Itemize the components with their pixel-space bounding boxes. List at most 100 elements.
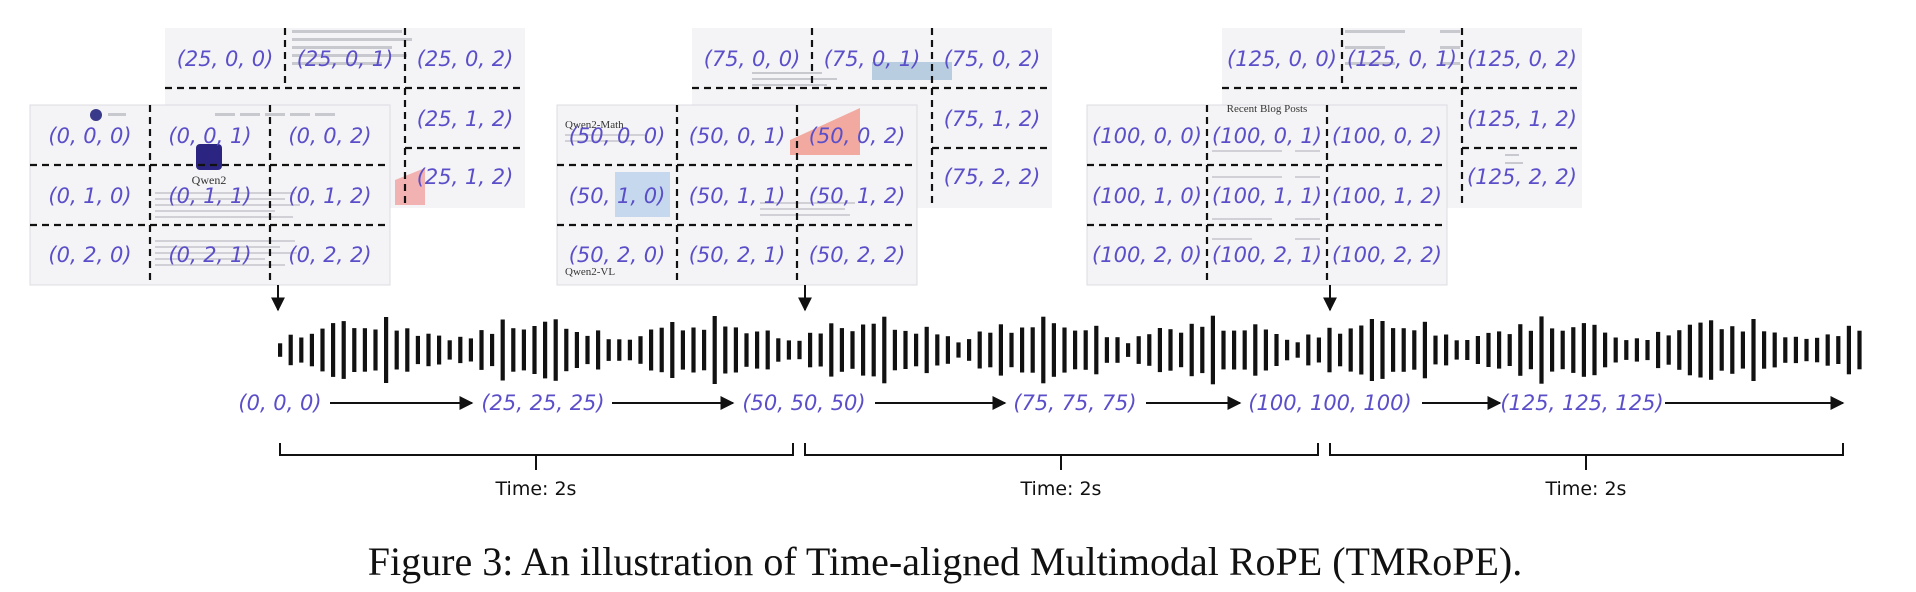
video-frame-group-2: (125, 0, 0) (125, 0, 1) (125, 0, 2) (125…: [1086, 28, 1582, 312]
patch-label-50-0-1: (50, 0, 1): [689, 124, 786, 148]
patch-grid: [1087, 105, 1447, 285]
audio-waveform: [278, 315, 1862, 385]
waveform-bar: [596, 330, 601, 370]
waveform-bar: [521, 329, 526, 371]
waveform-bar: [1836, 336, 1841, 364]
patch-label-50-0-0: (50, 0, 0): [569, 124, 666, 148]
patch-grid: [557, 105, 917, 285]
patch-label-75-0-0: (75, 0, 0): [704, 47, 801, 71]
waveform-bar: [468, 338, 473, 362]
patch-label-0-0-1: (0, 0, 1): [168, 124, 251, 148]
time-brace-0: [279, 443, 794, 470]
waveform-bar: [1709, 320, 1714, 380]
waveform-bar: [405, 328, 410, 372]
waveform-bar: [712, 316, 717, 384]
waveform-bar: [924, 326, 929, 374]
patch-grid: [30, 105, 390, 285]
screenshot-text-lines: [292, 30, 412, 65]
waveform-bar: [1253, 324, 1258, 376]
waveform-bar: [744, 333, 749, 367]
waveform-bar: [500, 319, 505, 381]
waveform-bar: [882, 316, 887, 384]
patch-grid: [165, 28, 525, 208]
waveform-bar: [320, 328, 325, 372]
waveform-bar: [362, 328, 367, 372]
waveform-bar: [1624, 340, 1629, 360]
frame-background: [1086, 104, 1448, 286]
waveform-bar: [490, 333, 495, 367]
waveform-bar: [373, 329, 378, 371]
waveform-bar: [967, 339, 972, 361]
waveform-bar: [808, 332, 813, 368]
patch-label-100-0-1: (100, 0, 1): [1212, 124, 1322, 148]
waveform-bar: [1825, 334, 1830, 366]
waveform-bar: [1210, 315, 1215, 385]
waveform-bar: [1518, 324, 1523, 376]
patch-label-75-2-2: (75, 2, 2): [944, 165, 1041, 189]
waveform-bar: [1083, 330, 1088, 370]
waveform-bar: [1550, 328, 1555, 372]
waveform-bar: [447, 340, 452, 360]
waveform-bar: [839, 328, 844, 372]
waveform-bar: [1401, 328, 1406, 372]
waveform-bar: [606, 339, 611, 361]
waveform-bar: [1613, 337, 1618, 363]
screenshot-heading: Qwen2: [192, 173, 227, 187]
patch-label-100-1-0: (100, 1, 0): [1092, 184, 1202, 208]
waveform-bar: [1115, 337, 1120, 363]
waveform-bar: [1465, 340, 1470, 360]
waveform-bar: [1677, 330, 1682, 370]
patch-label-125-0-0: (125, 0, 0): [1227, 47, 1337, 71]
chart-thumbnail: [395, 168, 425, 205]
patch-label-50-1-0: (50, 1, 0): [569, 184, 666, 208]
video-frame-front-2: Recent Blog Posts (100, 0, 0) (100, 0, 1…: [1086, 103, 1448, 286]
waveform-bar: [1380, 321, 1385, 379]
image-thumbnail: [615, 172, 670, 217]
waveform-bar: [1698, 322, 1703, 378]
waveform-bar: [309, 333, 314, 367]
waveform-bar: [299, 337, 304, 363]
waveform-bar: [1051, 323, 1056, 377]
time-label-2: Time: 2s: [1545, 478, 1627, 500]
time-brace-2: [1329, 443, 1844, 470]
screenshot-text-lines: [752, 72, 837, 86]
patch-label-50-2-1: (50, 2, 1): [689, 243, 786, 267]
waveform-bar: [1295, 342, 1300, 358]
patch-label-0-2-0: (0, 2, 0): [48, 243, 131, 267]
screenshot-heading: Recent Blog Posts: [1227, 103, 1308, 115]
patch-label-75-1-2: (75, 1, 2): [944, 107, 1041, 131]
waveform-bar: [1327, 327, 1332, 373]
patch-label-125-0-1: (125, 0, 1): [1347, 47, 1457, 71]
waveform-bar: [1433, 335, 1438, 365]
patch-label-50-2-2: (50, 2, 2): [809, 243, 906, 267]
patch-label-100-2-2: (100, 2, 2): [1332, 243, 1442, 267]
waveform-bar: [1041, 316, 1046, 384]
waveform-bar: [1857, 330, 1862, 370]
screenshot-nav-lines: [108, 113, 335, 116]
patch-label-100-1-2: (100, 1, 2): [1332, 184, 1442, 208]
waveform-bar: [670, 322, 675, 378]
waveform-bar: [1232, 330, 1237, 370]
patch-grid: [692, 28, 1052, 208]
audio-position-ids: (0, 0, 0) (25, 25, 25) (50, 50, 50) (75,…: [238, 391, 1663, 415]
screenshot-paragraph-lines: [155, 192, 300, 266]
waveform-bar: [638, 336, 643, 364]
waveform-bar: [691, 327, 696, 373]
patch-label-25-0-0: (25, 0, 0): [177, 47, 274, 71]
patch-label-0-2-1: (0, 2, 1): [168, 243, 251, 267]
waveform-bar: [776, 338, 781, 362]
chart-thumbnail: [790, 108, 860, 155]
screenshot-heading: Qwen2-Math: [565, 119, 624, 131]
waveform-bar: [1815, 337, 1820, 363]
waveform-bar: [1454, 340, 1459, 360]
patch-label-50-1-2: (50, 1, 2): [809, 184, 906, 208]
waveform-bar: [659, 327, 664, 373]
waveform-bar: [1189, 323, 1194, 377]
waveform-bar: [1168, 329, 1173, 371]
waveform-bar: [977, 331, 982, 369]
waveform-bar: [415, 335, 420, 365]
waveform-bar: [1528, 330, 1533, 370]
patch-label-0-2-2: (0, 2, 2): [288, 243, 371, 267]
waveform-bar: [935, 334, 940, 366]
